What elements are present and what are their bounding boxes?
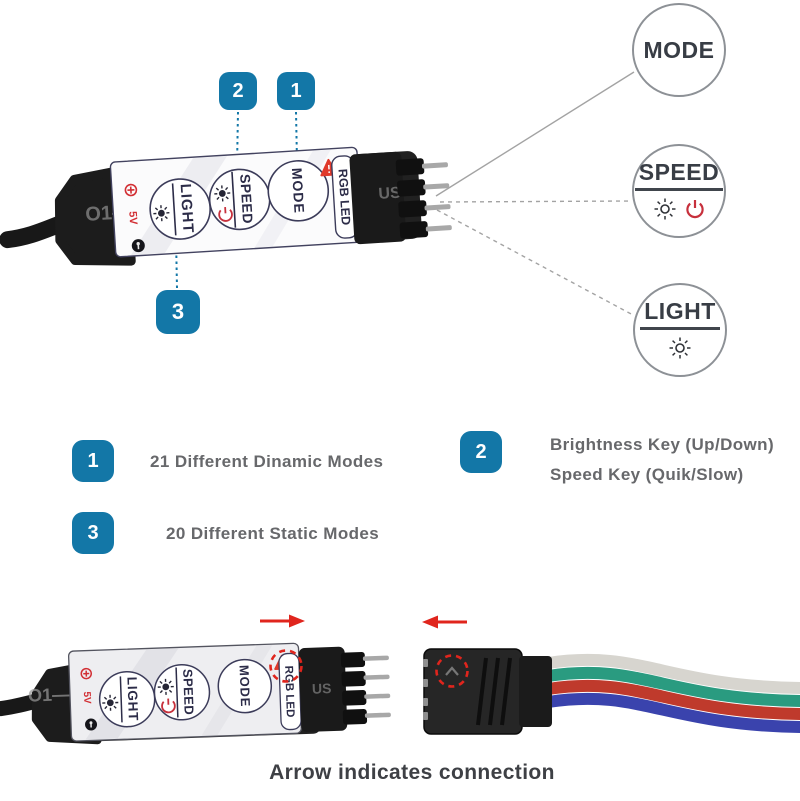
polarity-arrow-mark	[445, 666, 459, 676]
brand-text: RGB LED	[282, 665, 296, 717]
key-circle-light: LIGHT	[633, 283, 727, 377]
mode-label: MODE	[643, 36, 715, 63]
controller-top: O1— 5V LIGHT	[0, 146, 452, 266]
lock-icon	[85, 718, 98, 731]
grip-lines	[476, 657, 512, 726]
callout-line-1	[295, 111, 298, 162]
device-speed-text: SPEED	[237, 174, 256, 225]
circle-plus-icon	[80, 667, 93, 680]
light-label: LIGHT	[640, 300, 720, 330]
callout-badge-1: 1	[277, 72, 315, 110]
leader-lines	[435, 71, 635, 316]
legend-badge-3: 3	[72, 512, 114, 554]
callout-lines	[175, 111, 298, 289]
lock-icon	[131, 239, 145, 253]
connector-pins	[362, 655, 391, 718]
red-dashed-circle	[269, 649, 303, 683]
key-circle-speed: SPEED	[632, 144, 726, 238]
red-dashed-circle	[435, 654, 469, 688]
voltage-label: 5V	[81, 691, 92, 704]
device-light-text: LIGHT	[124, 677, 141, 722]
legend-text-2a: Brightness Key (Up/Down)	[550, 435, 775, 454]
callout-line-3	[175, 237, 178, 289]
wire-green	[542, 666, 800, 707]
key-circle-mode: MODE	[632, 3, 726, 97]
sun-icon	[669, 337, 691, 359]
legend-badge-1: 1	[72, 440, 114, 482]
controller-bottom: O1— 5V LIGHT SPE	[0, 642, 391, 745]
connector-teeth	[340, 651, 368, 725]
watermark: US	[378, 185, 402, 203]
legend-text-3: 20 Different Static Modes	[166, 523, 380, 543]
legend-item-2: 2 Brightness Key (Up/Down) Speed Key (Qu…	[460, 431, 774, 483]
device-mode-text: MODE	[289, 167, 308, 214]
legend-item-3: 3 20 Different Static Modes	[72, 512, 379, 554]
watermark: O1—	[28, 684, 71, 705]
caption-text: Arrow indicates connection	[269, 761, 555, 784]
device-speed-text: SPEED	[180, 669, 197, 716]
watermark: US	[312, 680, 332, 697]
circle-plus-icon	[124, 183, 138, 197]
connector-contacts	[423, 659, 428, 720]
female-connector	[423, 648, 552, 735]
red-arrow-left-icon	[422, 615, 467, 629]
male-connector: US	[349, 151, 452, 245]
legend-badge-2: 2	[460, 431, 502, 473]
legend-item-1: 1 21 Different Dinamic Modes	[72, 440, 383, 482]
device-mode-button	[217, 658, 273, 714]
speed-label: SPEED	[634, 161, 724, 191]
wire-red	[542, 679, 800, 720]
device-light-text: LIGHT	[177, 183, 197, 234]
wire-white	[542, 653, 800, 694]
device-speed-button	[153, 664, 211, 721]
connector-teeth	[395, 158, 429, 239]
callout-badge-3: 3	[156, 290, 200, 334]
wire-blue	[542, 692, 800, 733]
leader-line-mode	[435, 71, 635, 197]
voltage-label: 5V	[126, 211, 139, 226]
legend-text-1: 21 Different Dinamic Modes	[150, 451, 384, 471]
connector-pins	[421, 162, 452, 232]
male-connector: US	[298, 646, 391, 732]
callout-badge-2: 2	[219, 72, 257, 110]
leader-line-speed	[439, 200, 632, 203]
device-mode-button	[267, 160, 330, 222]
red-arrow-right-icon	[260, 614, 305, 628]
rgb-wires	[542, 653, 800, 733]
device-mode-text: MODE	[237, 665, 253, 708]
legend-text-2b: Speed Key (Quik/Slow)	[550, 465, 744, 484]
leader-line-light	[436, 209, 634, 316]
power-icon	[685, 200, 704, 219]
brand-text: RGB LED	[336, 169, 353, 226]
sun-icon	[654, 198, 675, 220]
